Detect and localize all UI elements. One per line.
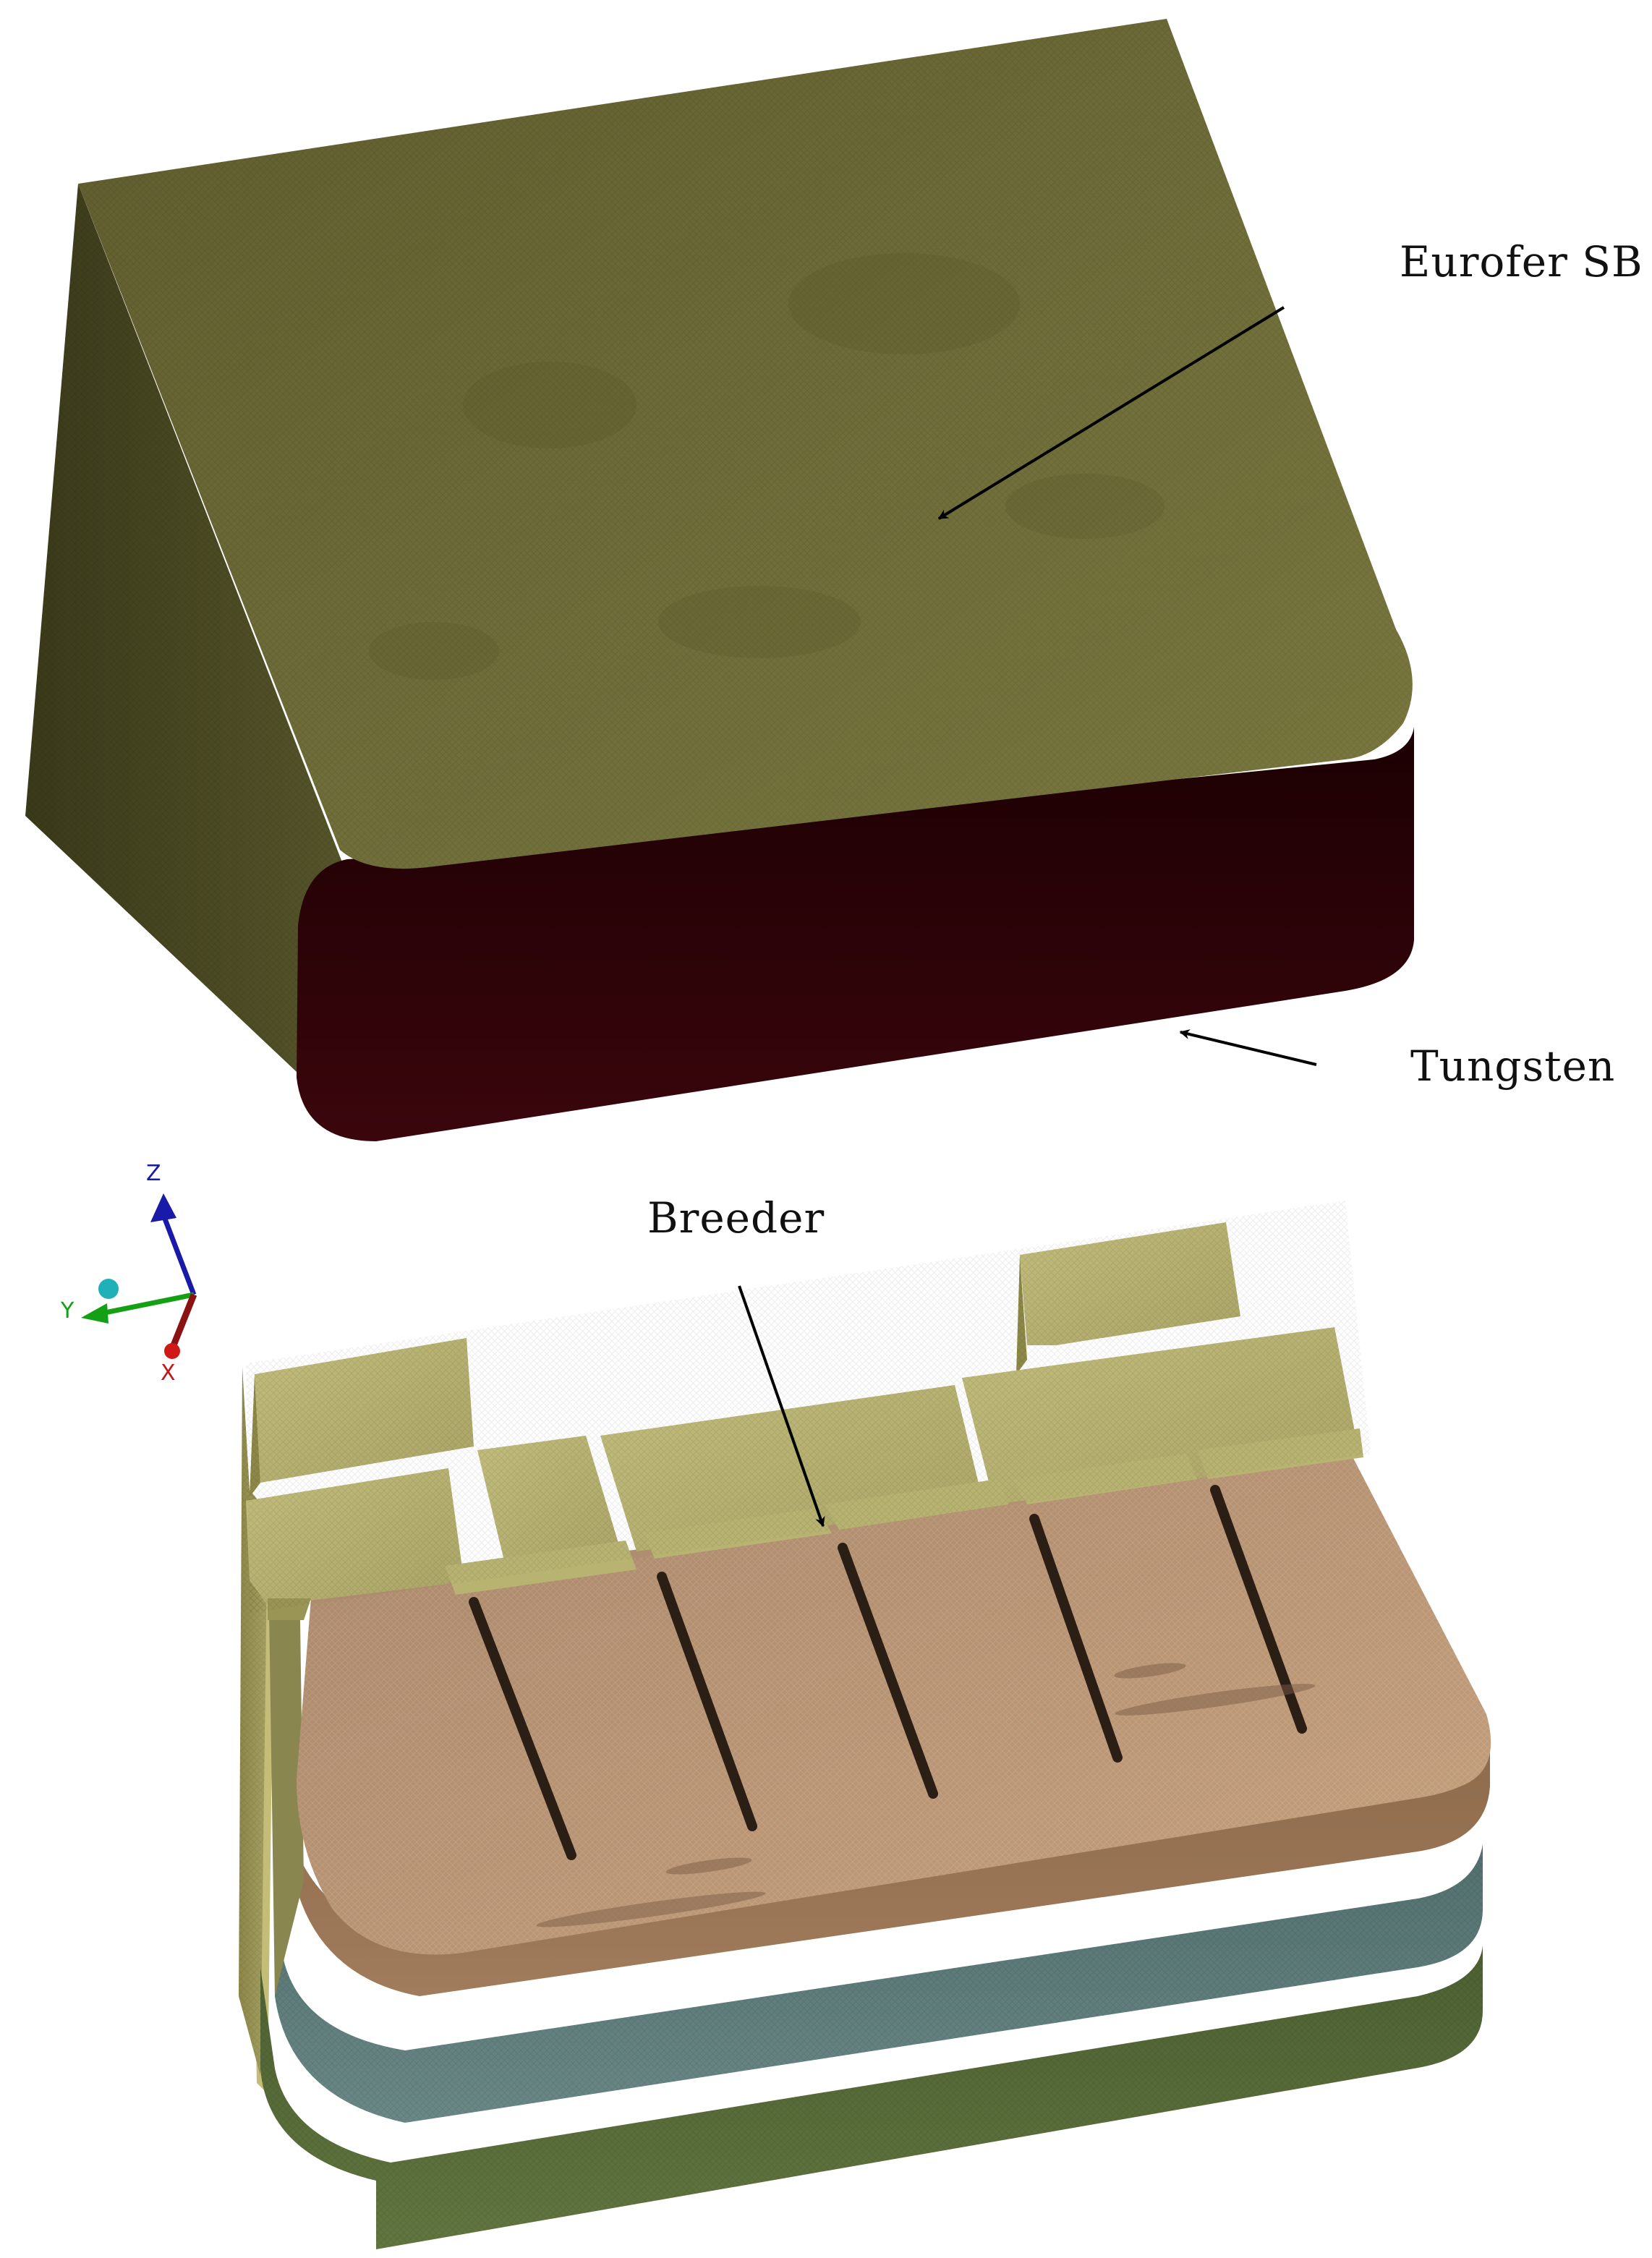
breeder-slots [469, 1485, 1307, 1860]
upper-assembly [25, 19, 1414, 1141]
z-axis-head [150, 1193, 176, 1222]
tungsten-layer [297, 727, 1414, 1141]
axis-triad: Z Y X [60, 1161, 197, 1386]
origin-ball [98, 1279, 119, 1299]
y-axis-head [81, 1303, 108, 1324]
tungsten-arrow [1179, 1029, 1317, 1066]
z-axis-label: Z [146, 1161, 161, 1186]
z-axis-line [161, 1214, 197, 1296]
lower-left-wall [268, 1512, 304, 1996]
breeder-label: Breeder [647, 1193, 825, 1243]
x-axis-ball [164, 1343, 180, 1359]
eurofer-label: Eurofer SB [1400, 237, 1643, 286]
y-axis-label: Y [60, 1298, 74, 1324]
tungsten-label: Tungsten [1410, 1041, 1616, 1091]
breeder-arrow [738, 1285, 825, 1528]
y-axis-line [101, 1292, 195, 1316]
eurofer-arrow [937, 306, 1285, 520]
x-axis-line [170, 1293, 197, 1347]
lower-assembly [239, 1201, 1491, 2249]
x-axis-label: X [161, 1360, 176, 1386]
